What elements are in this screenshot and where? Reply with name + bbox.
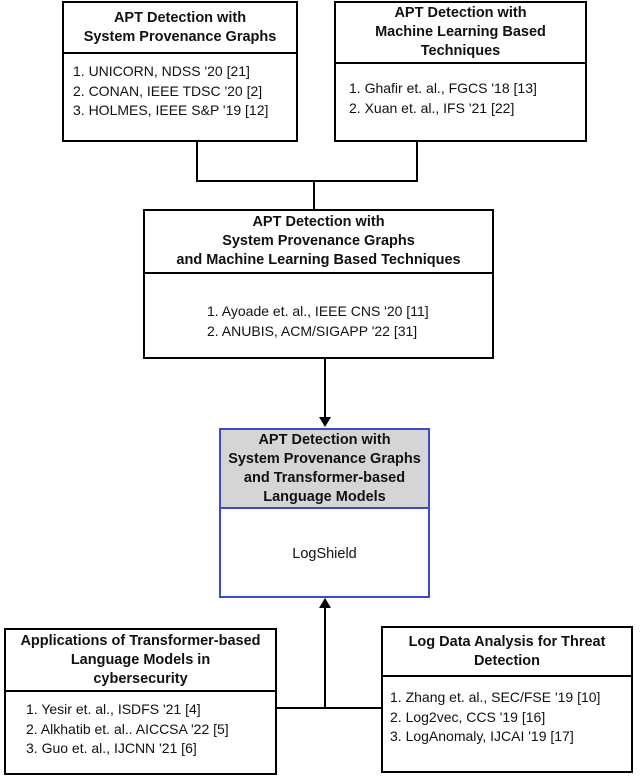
box-machine-learning-techniques-references: 1. Ghafir et. al., FGCS '18 [13] 2. Xuan… xyxy=(336,64,585,118)
reference-item: 2. CONAN, IEEE TDSC '20 [2] xyxy=(73,82,263,99)
title-line: Log Data Analysis for Threat xyxy=(408,633,606,650)
box-system-provenance-graphs-title: APT Detection with System Provenance Gra… xyxy=(64,3,296,54)
reference-item: 3. Guo et. al., IJCNN '21 [6] xyxy=(26,740,197,756)
reference-item: 1. Yesir et. al., ISDFS '21 [4] xyxy=(26,701,201,717)
box-transformer-cybersecurity: Applications of Transformer-based Langua… xyxy=(4,628,277,775)
box-machine-learning-techniques-title: APT Detection with Machine Learning Base… xyxy=(336,3,585,64)
reference-item: 2. Log2vec, CCS '19 [16] xyxy=(390,708,546,725)
box-log-data-analysis: Log Data Analysis for Threat Detection 1… xyxy=(381,626,633,773)
title-line: Language Models xyxy=(263,488,386,505)
reference-item: 3. LogAnomaly, IJCAI '19 [17] xyxy=(390,728,574,744)
arrow-middle-to-center-line xyxy=(324,357,326,418)
box-transformer-cybersecurity-title: Applications of Transformer-based Langua… xyxy=(6,630,275,692)
arrow-bottom-to-center-line xyxy=(324,608,326,709)
title-line: System Provenance Graphs xyxy=(222,233,415,249)
reference-item: 2. Alkhatib et. al.. AICCSA '22 [5] xyxy=(26,720,229,737)
box-provenance-and-ml-title: APT Detection with System Provenance Gra… xyxy=(145,211,492,274)
box-machine-learning-techniques: APT Detection with Machine Learning Base… xyxy=(334,1,587,142)
reference-item: 1. UNICORN, NDSS '20 [21] xyxy=(73,63,250,79)
connector-topleft-down xyxy=(196,140,198,182)
box-system-provenance-graphs: APT Detection with System Provenance Gra… xyxy=(62,1,298,142)
title-line: APT Detection with xyxy=(113,9,247,26)
title-line: APT Detection with xyxy=(258,431,391,448)
title-line: cybersecurity xyxy=(93,670,188,687)
reference-item: 2. ANUBIS, ACM/SIGAPP '22 [31] xyxy=(207,322,418,339)
box-logshield-title: APT Detection with System Provenance Gra… xyxy=(221,430,428,509)
title-line: and Machine Learning Based Techniques xyxy=(176,252,461,268)
logshield-label: LogShield xyxy=(292,545,357,562)
box-transformer-cybersecurity-references: 1. Yesir et. al., ISDFS '21 [4] 2. Alkha… xyxy=(6,692,275,759)
box-log-data-analysis-title: Log Data Analysis for Threat Detection xyxy=(383,628,631,677)
title-line: Detection xyxy=(473,652,541,669)
box-log-data-analysis-references: 1. Zhang et. al., SEC/FSE '19 [10] 2. Lo… xyxy=(383,677,631,747)
reference-item: 1. Ghafir et. al., FGCS '18 [13] xyxy=(349,80,537,96)
connector-topright-down xyxy=(416,140,418,182)
title-line: Machine Learning Based xyxy=(375,24,546,40)
connector-to-middle-box xyxy=(313,180,315,210)
arrowhead-down-icon xyxy=(319,417,331,427)
arrowhead-up-icon xyxy=(319,598,331,608)
connector-top-horizontal xyxy=(196,180,418,182)
title-line: Techniques xyxy=(420,43,501,59)
title-line: APT Detection with xyxy=(394,5,527,21)
title-line: APT Detection with xyxy=(252,214,385,230)
connector-bottom-horizontal xyxy=(277,707,381,709)
title-line: System Provenance Graphs xyxy=(228,450,421,467)
title-line: and Transformer-based xyxy=(243,469,406,486)
title-line: System Provenance Graphs xyxy=(83,28,277,45)
reference-item: 1. Ayoade et. al., IEEE CNS '20 [11] xyxy=(207,303,429,319)
box-provenance-and-ml: APT Detection with System Provenance Gra… xyxy=(143,209,494,359)
title-line: Applications of Transformer-based xyxy=(20,632,261,649)
box-provenance-and-ml-references: 1. Ayoade et. al., IEEE CNS '20 [11] 2. … xyxy=(145,274,492,341)
reference-item: 2. Xuan et. al., IFS '21 [22] xyxy=(349,99,515,116)
box-logshield-highlighted: APT Detection with System Provenance Gra… xyxy=(219,428,430,598)
title-line: Language Models in xyxy=(70,651,211,668)
reference-item: 3. HOLMES, IEEE S&P '19 [12] xyxy=(73,102,269,118)
reference-item: 1. Zhang et. al., SEC/FSE '19 [10] xyxy=(390,689,601,705)
box-system-provenance-graphs-references: 1. UNICORN, NDSS '20 [21] 2. CONAN, IEEE… xyxy=(64,54,296,121)
